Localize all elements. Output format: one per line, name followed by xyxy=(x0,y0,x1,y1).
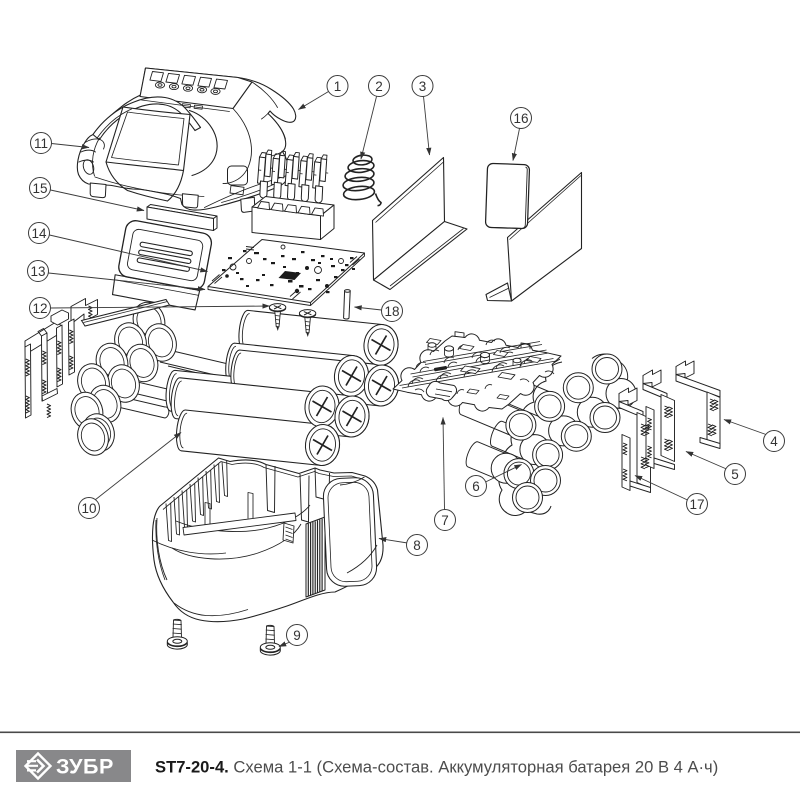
svg-text:5: 5 xyxy=(731,467,739,482)
svg-text:9: 9 xyxy=(293,628,301,643)
svg-text:2: 2 xyxy=(375,79,383,94)
svg-text:16: 16 xyxy=(513,111,528,126)
svg-text:13: 13 xyxy=(30,264,45,279)
svg-text:3: 3 xyxy=(419,79,427,94)
svg-text:11: 11 xyxy=(34,136,48,151)
svg-text:ST7-20-4. Схема 1-1 (Схема-сос: ST7-20-4. Схема 1-1 (Схема-состав. Аккум… xyxy=(155,758,718,777)
svg-text:18: 18 xyxy=(384,304,399,319)
svg-text:14: 14 xyxy=(31,226,47,241)
svg-text:10: 10 xyxy=(81,501,96,516)
svg-text:ЗУБР: ЗУБР xyxy=(56,755,114,779)
svg-text:7: 7 xyxy=(441,513,449,528)
svg-text:8: 8 xyxy=(413,538,421,553)
svg-text:4: 4 xyxy=(770,434,778,449)
svg-text:15: 15 xyxy=(32,181,47,196)
svg-text:1: 1 xyxy=(334,79,342,94)
svg-text:12: 12 xyxy=(32,301,47,316)
svg-text:6: 6 xyxy=(472,479,480,494)
svg-text:17: 17 xyxy=(689,497,704,512)
